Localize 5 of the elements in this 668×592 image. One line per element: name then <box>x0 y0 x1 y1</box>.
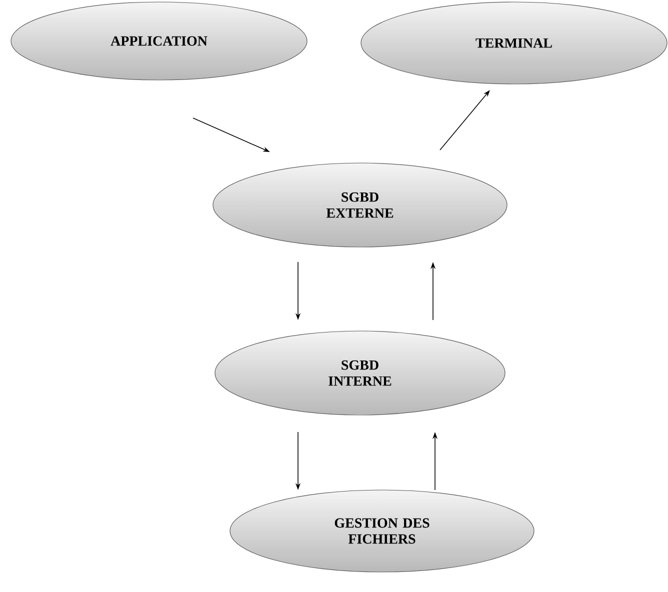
ellipse-node: SGBD EXTERNE <box>212 162 508 248</box>
ellipse-node: SGBD INTERNE <box>214 330 506 416</box>
ellipse-node: APPLICATION <box>10 2 308 80</box>
ellipse-node: GESTION DES FICHIERS <box>230 490 534 572</box>
ellipse-node: TERMINAL <box>360 2 668 84</box>
